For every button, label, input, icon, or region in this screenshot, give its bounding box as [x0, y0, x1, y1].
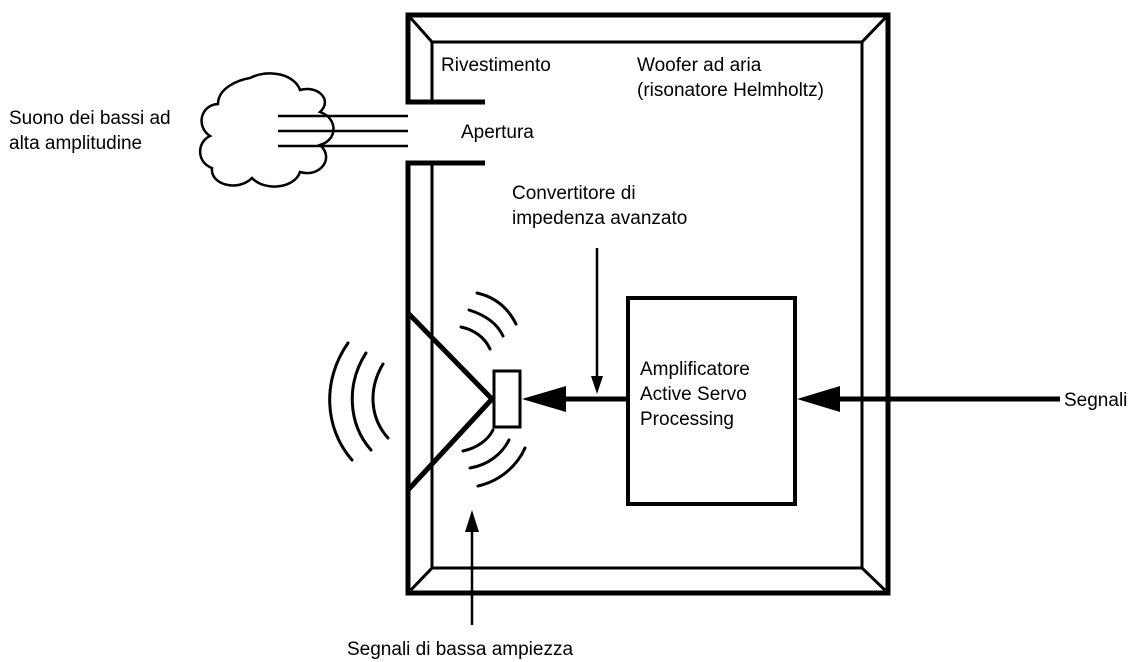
label-woofer-sub: (risonatore Helmholtz): [637, 80, 824, 101]
sound-waves: [328, 291, 527, 488]
label-rivestimento: Rivestimento: [441, 55, 551, 76]
voice-coil: [492, 369, 522, 429]
arrowhead-amp-to-driver: [522, 386, 566, 412]
wave-outer-left: [328, 341, 354, 462]
wave-lower: [468, 438, 511, 470]
amplifier-box: [626, 296, 797, 506]
label-suono: Suono dei bassi ad: [9, 108, 171, 129]
port: [408, 99, 485, 166]
arrowhead-signal-input: [797, 386, 840, 412]
arrowhead-impedance-converter: [591, 376, 603, 394]
wave-upper: [467, 308, 505, 338]
wave-lower: [461, 428, 495, 453]
arrowhead-low-amplitude: [465, 510, 479, 532]
wave-outer-left: [350, 351, 373, 452]
labels: Rivestimento Woofer ad aria (risonatore …: [9, 55, 1127, 660]
lining-corner: [405, 12, 435, 45]
enclosure: [405, 12, 891, 596]
wave-lower: [476, 446, 527, 488]
speaker-cone: [406, 311, 496, 492]
label-amplificatore-sub1: Active Servo: [640, 384, 747, 405]
label-convertitore-sub: impedenza avanzato: [512, 208, 687, 229]
label-segnali-bassa: Segnali di bassa ampiezza: [347, 639, 573, 660]
label-convertitore: Convertitore di: [512, 183, 636, 204]
signal-arrows: [465, 248, 1060, 625]
label-amplificatore-sub2: Processing: [640, 409, 734, 430]
wave-outer-left: [371, 362, 390, 440]
lining-corner: [859, 12, 891, 45]
wave-upper: [475, 291, 518, 326]
wave-upper: [459, 325, 492, 351]
label-apertura: Apertura: [461, 122, 534, 143]
enclosure-outer-wall: [405, 12, 891, 596]
speaker-driver: [406, 311, 522, 492]
label-suono-sub: alta amplitudine: [9, 133, 142, 154]
label-woofer: Woofer ad aria: [637, 55, 762, 76]
label-segnali: Segnali: [1064, 390, 1127, 411]
label-amplificatore: Amplificatore: [640, 359, 750, 380]
cloud-outline: [198, 72, 335, 188]
lining-corner: [405, 565, 435, 596]
bass-sound-cloud: [198, 72, 408, 188]
lining-corner: [859, 565, 891, 596]
lining-inner-wall: [430, 40, 864, 570]
